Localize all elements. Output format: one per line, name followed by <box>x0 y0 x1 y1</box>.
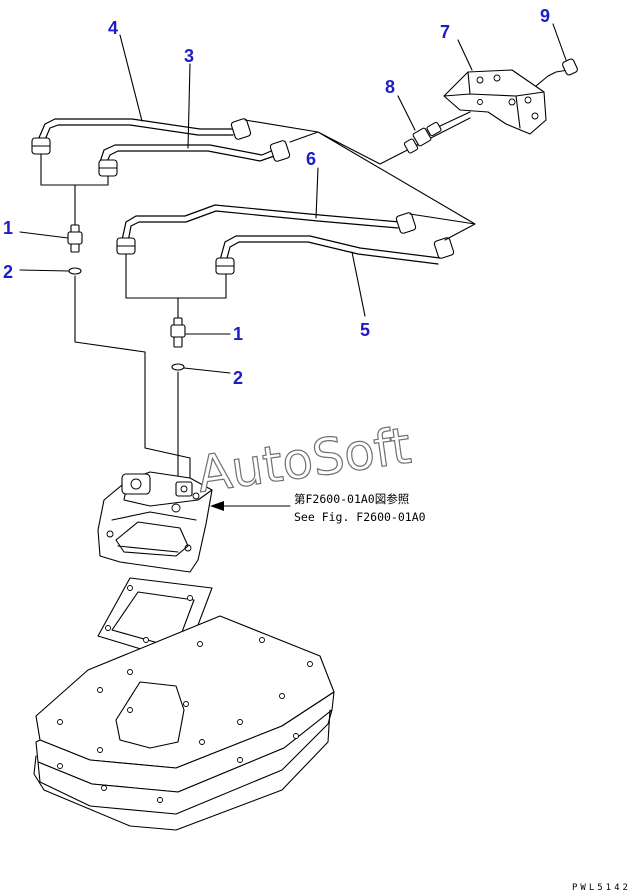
callout-5: 5 <box>360 320 370 340</box>
tube-6 <box>121 204 417 243</box>
bracket-upper <box>40 153 109 226</box>
callout-9: 9 <box>540 6 550 26</box>
callout-leaders <box>19 23 567 374</box>
callout-3: 3 <box>184 46 194 66</box>
valve-block-7 <box>443 69 547 135</box>
elbow-fitting-8 <box>403 111 471 154</box>
drawing-code: PWL5142 <box>572 883 631 893</box>
reference-arrow <box>210 501 291 511</box>
gasket-lower <box>33 691 335 831</box>
o-ring-2-lower <box>171 363 185 371</box>
reference-text-en: See Fig. F2600-01A0 <box>294 510 426 524</box>
callout-7: 7 <box>440 22 450 42</box>
watermark-text: AutoSoft <box>194 417 415 504</box>
nut-lower-right <box>215 257 235 275</box>
callout-2-lower: 2 <box>233 368 243 388</box>
callout-8: 8 <box>385 77 395 97</box>
callout-1-upper: 1 <box>3 218 13 238</box>
o-ring-2-upper <box>68 267 82 275</box>
nut-upper-left <box>31 137 51 155</box>
tube-5 <box>219 235 455 265</box>
nut-lower-left <box>116 237 136 255</box>
plug-9 <box>535 58 578 87</box>
tube-3 <box>99 140 291 165</box>
nut-upper-right <box>98 159 118 177</box>
callout-2-upper: 2 <box>3 262 13 282</box>
tube-4 <box>37 118 252 143</box>
bracket-lower <box>125 253 227 319</box>
leader-tubes-to-valve <box>244 117 476 241</box>
reference-text-jp: 第F2600-01A0図参照 <box>294 492 409 506</box>
connector-1-upper <box>67 224 83 253</box>
callout-6: 6 <box>306 149 316 169</box>
connector-1-lower <box>170 317 186 348</box>
callout-4: 4 <box>108 18 118 38</box>
control-valve-cover <box>97 471 213 573</box>
callout-1-lower: 1 <box>233 324 243 344</box>
leader-oring-to-block <box>74 275 191 506</box>
